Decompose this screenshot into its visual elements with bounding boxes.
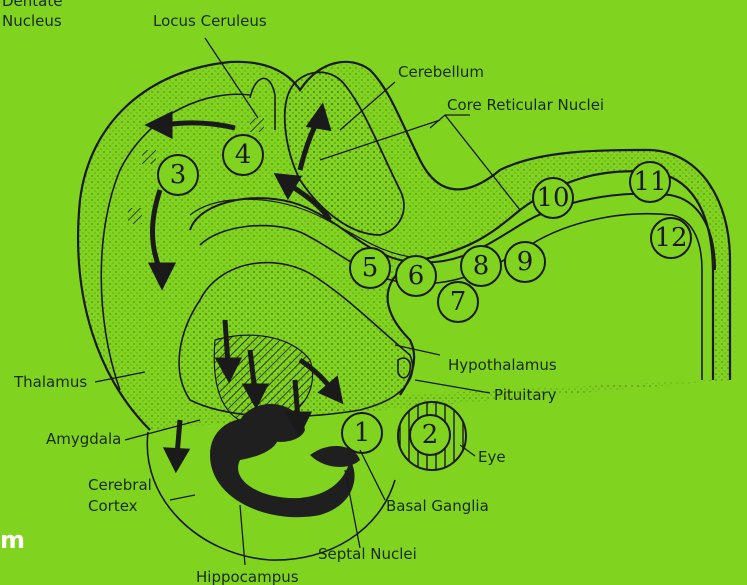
marker-12-label: 12 <box>654 223 687 253</box>
label-amygdala: Amygdala <box>46 430 121 448</box>
label-septal-nuclei: Septal Nuclei <box>318 545 417 563</box>
marker-3-label: 3 <box>170 160 187 190</box>
marker-11-label: 11 <box>633 167 666 197</box>
marker-5: 5 <box>350 248 390 288</box>
marker-4: 4 <box>223 135 263 175</box>
label-cerebellum: Cerebellum <box>398 63 484 81</box>
label-core-reticular-nuclei: Core Reticular Nuclei <box>447 96 604 114</box>
label-dentate-line1: Dentate <box>2 0 62 10</box>
marker-7-label: 7 <box>450 287 467 317</box>
marker-2-label: 2 <box>422 420 439 450</box>
marker-2: 2 <box>410 415 450 455</box>
label-dentate-line2: Nucleus <box>2 12 62 30</box>
marker-9-label: 9 <box>517 247 534 277</box>
marker-8-label: 8 <box>473 251 490 281</box>
label-hippocampus: Hippocampus <box>196 568 299 585</box>
marker-10-label: 10 <box>536 183 569 213</box>
marker-10: 10 <box>533 178 573 218</box>
marker-1-label: 1 <box>354 418 371 448</box>
marker-4-label: 4 <box>235 140 252 170</box>
marker-1: 1 <box>342 413 382 453</box>
label-basal-ganglia: Basal Ganglia <box>386 497 489 515</box>
marker-3: 3 <box>158 155 198 195</box>
marker-6: 6 <box>396 256 436 296</box>
marker-8: 8 <box>461 246 501 286</box>
label-eye: Eye <box>478 448 506 466</box>
marker-5-label: 5 <box>362 253 379 283</box>
marker-7: 7 <box>438 282 478 322</box>
label-cerebral-line1: Cerebral <box>88 476 152 494</box>
marker-12: 12 <box>651 218 691 258</box>
marker-9: 9 <box>505 242 545 282</box>
label-pituitary: Pituitary <box>494 386 557 404</box>
label-thalamus: Thalamus <box>14 373 87 391</box>
marker-6-label: 6 <box>408 261 425 291</box>
marker-11: 11 <box>630 162 670 202</box>
label-hypothalamus: Hypothalamus <box>448 356 557 374</box>
label-cerebral-line2: Cortex <box>88 497 138 515</box>
label-locus-ceruleus: Locus Ceruleus <box>153 12 267 30</box>
partial-word: m <box>0 526 25 554</box>
